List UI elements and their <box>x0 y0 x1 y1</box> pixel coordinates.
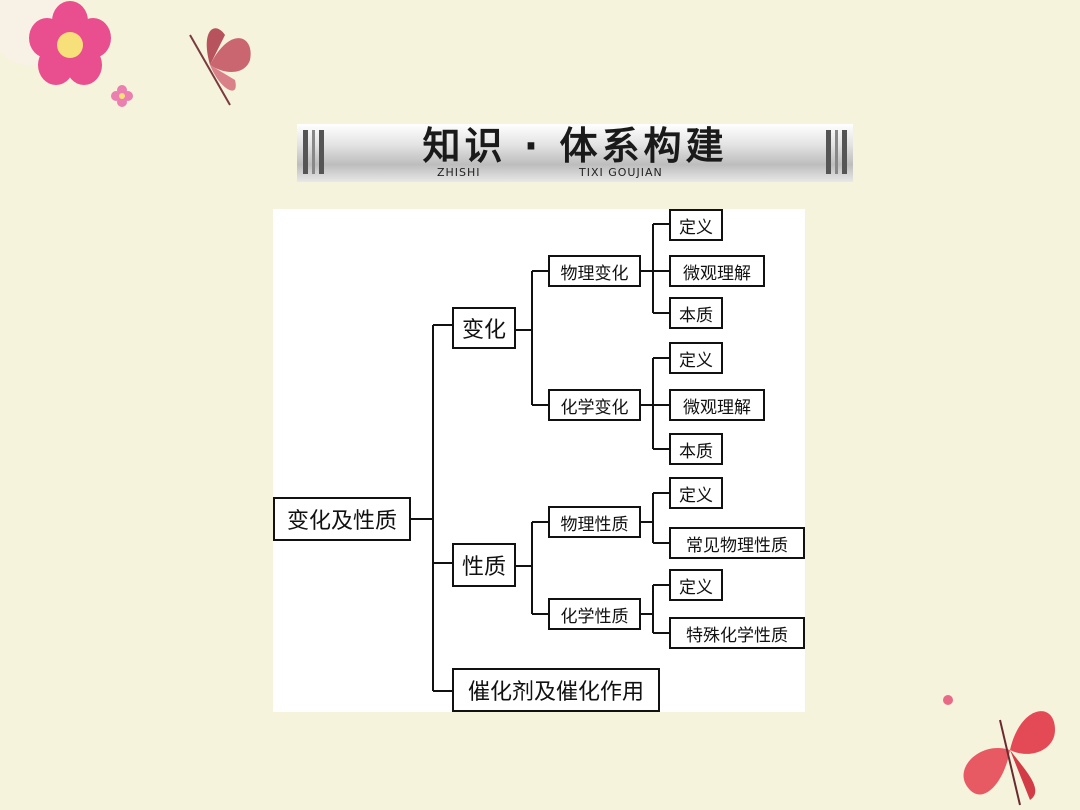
cc-definition-node: 定义 <box>669 342 723 374</box>
root-node: 变化及性质 <box>273 497 411 541</box>
physical-property-node: 物理性质 <box>548 506 641 538</box>
cc-micro-node: 微观理解 <box>669 389 765 421</box>
cp-definition-node: 定义 <box>669 569 723 601</box>
connector-lines <box>409 223 669 692</box>
banner-bars-left <box>303 130 324 174</box>
butterfly-decoration <box>943 695 1055 806</box>
title-banner: 知识 · 体系构建 ZHISHI TIXI GOUJIAN <box>297 124 853 182</box>
pc-micro-node: 微观理解 <box>669 255 765 287</box>
banner-bars-right <box>826 130 847 174</box>
pp-common-node: 常见物理性质 <box>669 527 805 559</box>
banner-title: 知识 · 体系构建 <box>422 124 728 168</box>
flower-decoration <box>0 0 251 107</box>
physical-change-node: 物理变化 <box>548 255 641 287</box>
chemical-property-node: 化学性质 <box>548 598 641 630</box>
cc-essence-node: 本质 <box>669 433 723 465</box>
change-node: 变化 <box>452 307 516 349</box>
concept-map: 变化及性质 变化 性质 催化剂及催化作用 物理变化 化学变化 物理性质 化学性质… <box>273 209 805 712</box>
pp-definition-node: 定义 <box>669 477 723 509</box>
chemical-change-node: 化学变化 <box>548 389 641 421</box>
banner-subtitle-left: ZHISHI <box>437 166 481 179</box>
cp-special-node: 特殊化学性质 <box>669 617 805 649</box>
catalyst-node: 催化剂及催化作用 <box>452 668 660 712</box>
property-node: 性质 <box>452 543 516 587</box>
banner-subtitle-right: TIXI GOUJIAN <box>579 166 663 179</box>
pc-definition-node: 定义 <box>669 209 723 241</box>
pc-essence-node: 本质 <box>669 297 723 329</box>
